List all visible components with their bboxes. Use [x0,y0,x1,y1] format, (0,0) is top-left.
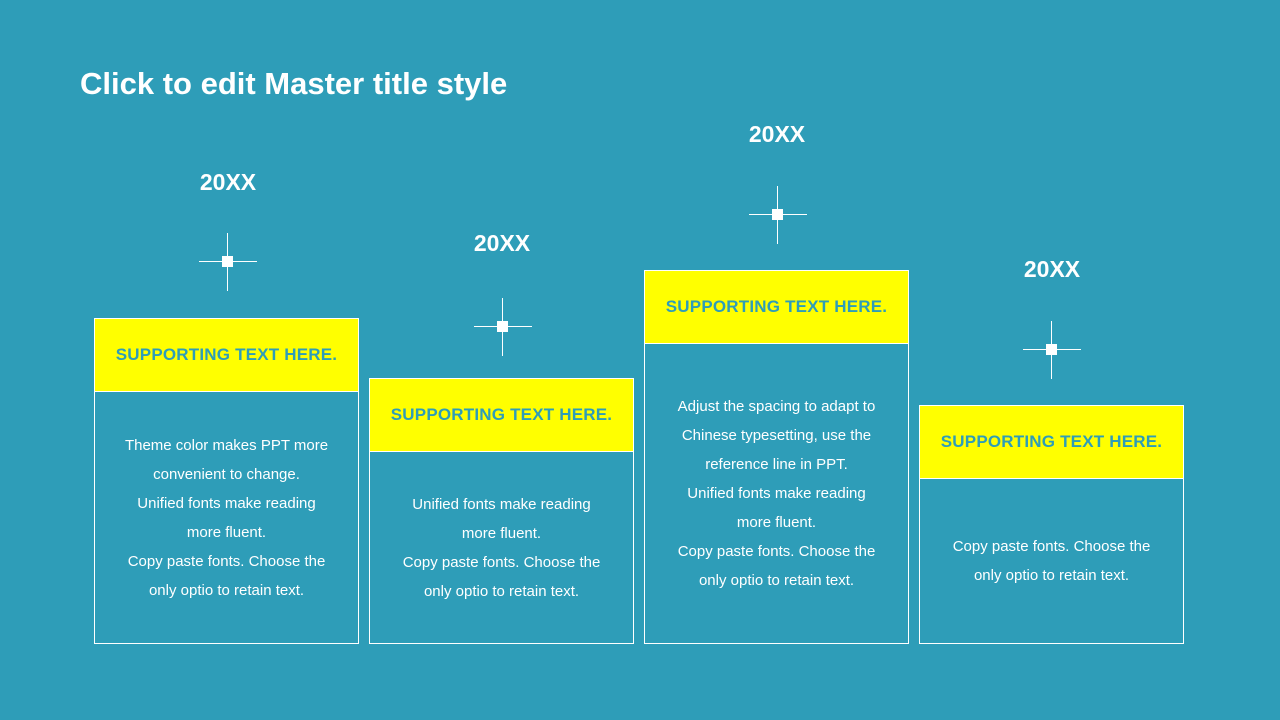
body-line: more fluent. [461,524,542,542]
body-line: Copy paste fonts. Choose the [402,553,601,571]
card-heading-3[interactable]: SUPPORTING TEXT HERE. [645,271,908,344]
card-body-1: Theme color makes PPT more convenient to… [95,392,358,643]
body-line: Copy paste fonts. Choose the [677,543,876,560]
body-line: only optio to retain text. [148,581,305,599]
body-line: only optio to retain text. [698,572,855,589]
body-line: Adjust the spacing to adapt to [677,398,876,415]
body-line: more fluent. [186,523,267,541]
card-body-text-1[interactable]: Theme color makes PPT more convenient to… [95,431,358,605]
body-line: Unified fonts make reading [137,494,316,512]
crosshair-icon [474,298,532,356]
body-line: Chinese typesetting, use the [681,427,872,444]
card-heading-2[interactable]: SUPPORTING TEXT HERE. [370,379,633,452]
body-line: Unified fonts make reading [687,485,866,502]
year-label-3[interactable]: 20XX [748,121,806,147]
card-body-3: Adjust the spacing to adapt to Chinese t… [645,344,908,643]
card-heading-1[interactable]: SUPPORTING TEXT HERE. [95,319,358,392]
crosshair-icon [1023,321,1081,379]
body-line: Theme color makes PPT more [124,436,329,454]
year-label-2[interactable]: 20XX [473,230,531,256]
body-line: Unified fonts make reading [412,495,591,513]
step-card-3[interactable]: SUPPORTING TEXT HERE. Adjust the spacing… [644,270,909,644]
body-line: only optio to retain text. [973,567,1130,584]
card-body-2: Unified fonts make reading more fluent. … [370,452,633,643]
step-card-4[interactable]: SUPPORTING TEXT HERE. Copy paste fonts. … [919,405,1184,644]
year-label-4[interactable]: 20XX [1023,256,1081,282]
body-line: only optio to retain text. [423,582,580,600]
step-card-1[interactable]: SUPPORTING TEXT HERE. Theme color makes … [94,318,359,644]
card-heading-4[interactable]: SUPPORTING TEXT HERE. [920,406,1183,479]
step-card-2[interactable]: SUPPORTING TEXT HERE. Unified fonts make… [369,378,634,644]
card-body-text-4[interactable]: Copy paste fonts. Choose the only optio … [920,532,1183,590]
slide-title[interactable]: Click to edit Master title style [80,66,508,101]
crosshair-icon [199,233,257,291]
body-line: Copy paste fonts. Choose the [127,552,326,570]
crosshair-icon [749,186,807,244]
body-line: reference line in PPT. [705,456,848,473]
year-label-1[interactable]: 20XX [199,169,257,195]
body-line: Copy paste fonts. Choose the [952,538,1151,555]
body-line: convenient to change. [153,465,300,483]
body-line: more fluent. [736,514,817,531]
card-body-text-3[interactable]: Adjust the spacing to adapt to Chinese t… [645,392,908,595]
card-body-4: Copy paste fonts. Choose the only optio … [920,479,1183,643]
card-body-text-2[interactable]: Unified fonts make reading more fluent. … [370,490,633,606]
